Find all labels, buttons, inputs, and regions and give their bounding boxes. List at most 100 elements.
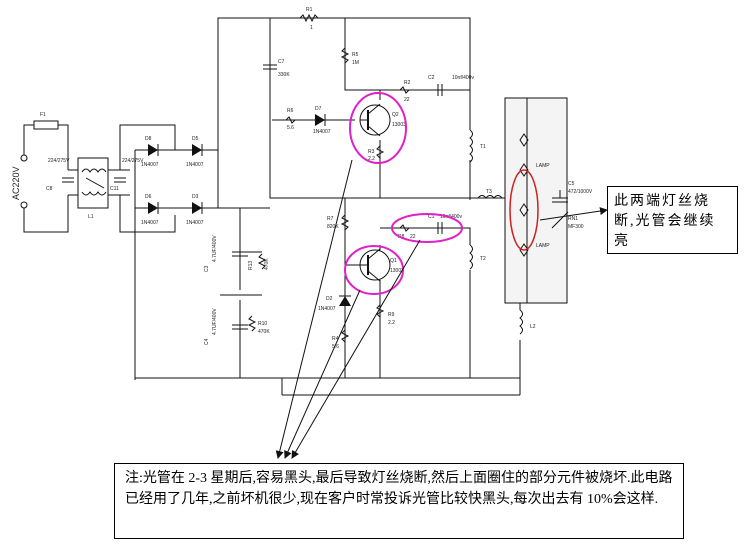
highlight-c1-r8 <box>391 213 463 243</box>
svg-text:D7: D7 <box>315 106 322 112</box>
svg-text:R1: R1 <box>306 7 313 13</box>
svg-text:D2: D2 <box>326 296 333 302</box>
svg-text:R13: R13 <box>248 261 254 270</box>
svg-text:R5: R5 <box>352 52 359 58</box>
svg-text:R7: R7 <box>327 216 334 222</box>
choke-l1 <box>81 168 107 196</box>
svg-text:C3: C3 <box>204 265 210 272</box>
svg-text:L2: L2 <box>530 324 536 330</box>
svg-text:470K: 470K <box>264 258 270 270</box>
capacitor-c11 <box>114 177 126 183</box>
svg-text:R4: R4 <box>332 336 339 342</box>
svg-text:R10: R10 <box>258 321 267 327</box>
resistor-r9: R9 2.2 <box>376 304 395 326</box>
svg-text:1N4007: 1N4007 <box>186 220 204 226</box>
svg-text:5.6: 5.6 <box>332 344 339 350</box>
resistor-r6: R6 5.6 <box>285 108 296 131</box>
capacitor-c7: C7 330K <box>263 59 290 78</box>
highlight-lamp-ends <box>509 169 539 251</box>
resistor-r10: R10 470K <box>247 315 270 335</box>
cx2-label: 224/275V <box>122 158 144 164</box>
svg-text:5.6: 5.6 <box>287 125 294 131</box>
svg-text:470K: 470K <box>258 329 270 335</box>
transformer-t3: T3 <box>477 189 503 199</box>
resistor-r1: R1 1 <box>299 7 319 31</box>
svg-text:D5: D5 <box>192 136 199 142</box>
svg-text:472/1000V: 472/1000V <box>568 189 593 195</box>
svg-text:Q2: Q2 <box>392 112 399 118</box>
svg-text:1N4007: 1N4007 <box>186 162 204 168</box>
diode-d7: D7 1N4007 <box>313 106 331 135</box>
svg-text:C2: C2 <box>428 75 435 81</box>
c11-label: C11 <box>110 186 119 192</box>
resistor-r3: R3 2.2 <box>368 145 385 162</box>
svg-text:T1: T1 <box>480 144 486 150</box>
l1-label: L1 <box>88 214 94 220</box>
svg-text:D6: D6 <box>145 194 152 200</box>
resistor-r2: R2 22 <box>399 80 411 103</box>
svg-text:4.7UF/400V: 4.7UF/400V <box>212 308 218 335</box>
svg-text:C1: C1 <box>428 214 435 220</box>
wiring <box>23 17 561 396</box>
svg-text:R2: R2 <box>404 80 411 86</box>
transistor-q2: Q2 13003 <box>359 103 406 137</box>
svg-text:1N4007: 1N4007 <box>141 162 159 168</box>
svg-text:R3: R3 <box>368 149 375 155</box>
svg-text:R6: R6 <box>287 108 294 114</box>
svg-text:LAMP: LAMP <box>536 243 550 249</box>
svg-text:820K: 820K <box>327 224 339 230</box>
transistor-q1: Q1 13003 <box>359 248 404 282</box>
diode-d8: D8 1N4007 <box>141 136 159 168</box>
svg-text:LAMP: LAMP <box>536 163 550 169</box>
highlight-q1 <box>344 245 404 295</box>
capacitor-c2: C2 10nf/400v <box>428 75 474 96</box>
main-note: 注:光管在 2-3 星期后,容易黑头,最后导致灯丝烧断,然后上面圈住的部分元件被… <box>114 463 684 539</box>
transformer-t1: T1 <box>469 129 486 163</box>
lamp-tube: LAMP LAMP <box>504 97 568 304</box>
ac-input: AC220V <box>11 154 28 209</box>
svg-text:10nf/400v: 10nf/400v <box>452 75 474 81</box>
svg-text:Q1: Q1 <box>390 258 397 264</box>
diode-d2: D2 1N4007 <box>318 295 351 312</box>
svg-text:22: 22 <box>404 97 410 103</box>
svg-text:22: 22 <box>410 234 416 240</box>
capacitor-c8 <box>62 177 74 183</box>
svg-text:D8: D8 <box>145 136 152 142</box>
resistor-r13: R13 470K <box>240 251 270 270</box>
cx1-label: 224/275V <box>48 158 70 164</box>
resistor-r4: R4 5.6 <box>332 329 350 350</box>
svg-text:MF300: MF300 <box>568 224 584 230</box>
svg-text:2.2: 2.2 <box>388 320 395 326</box>
svg-text:13003: 13003 <box>392 122 406 128</box>
svg-text:1N4007: 1N4007 <box>313 129 331 135</box>
svg-text:1M: 1M <box>352 60 359 66</box>
capacitor-c5: C5 472/1000V <box>552 181 593 203</box>
svg-text:AC220V: AC220V <box>11 166 21 200</box>
inductor-l2: L2 <box>519 309 536 335</box>
svg-text:D3: D3 <box>192 194 199 200</box>
svg-text:1: 1 <box>310 25 313 31</box>
side-note: 此两端灯丝烧断,光管会继续亮 <box>607 186 738 254</box>
capacitor-c4: C4 4.7UF/400V <box>204 308 248 345</box>
transformer-t2: T2 <box>469 244 486 270</box>
diode-d5: D5 1N4007 <box>186 136 204 168</box>
resistor-r5: R5 1M <box>340 47 359 66</box>
callout-arrows <box>275 159 608 459</box>
svg-text:T3: T3 <box>486 189 492 195</box>
svg-text:1N4007: 1N4007 <box>318 306 336 312</box>
svg-text:C7: C7 <box>278 59 285 65</box>
svg-text:2.2: 2.2 <box>368 156 375 162</box>
svg-text:RN1: RN1 <box>568 216 578 222</box>
svg-text:C4: C4 <box>204 338 210 345</box>
resistor-r7: R7 820K <box>327 214 350 231</box>
c8-label: C8 <box>46 186 53 192</box>
capacitor-c3: C3 4.7UF/400V <box>204 235 248 272</box>
diode-d3: D3 1N4007 <box>186 194 204 226</box>
svg-text:R9: R9 <box>388 312 395 318</box>
highlight-q2 <box>349 92 407 164</box>
svg-text:1N4007: 1N4007 <box>141 220 159 226</box>
fuse-f1: F1 <box>33 112 59 130</box>
svg-text:330K: 330K <box>278 72 290 78</box>
svg-text:4.7UF/400V: 4.7UF/400V <box>212 235 218 262</box>
